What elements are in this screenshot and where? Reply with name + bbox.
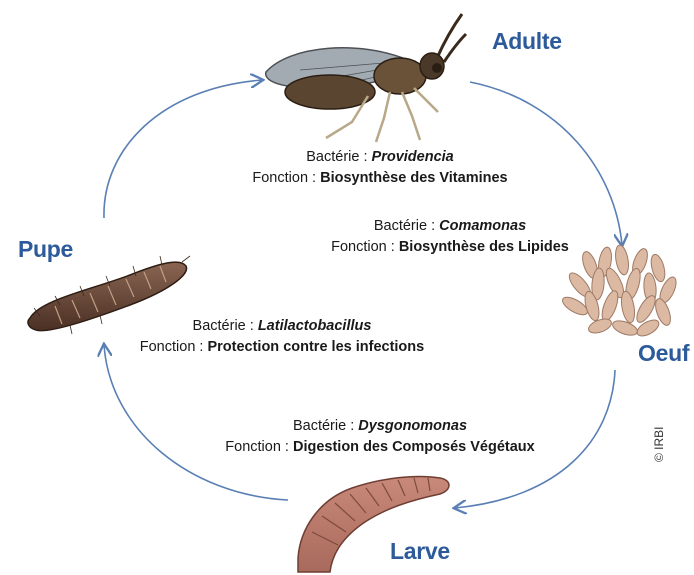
copyright-notice: © IRBI [652,426,666,462]
stage-label-adulte: Adulte [492,28,562,55]
stage-label-oeuf: Oeuf [638,340,689,367]
stage-label-pupe: Pupe [18,236,73,263]
bacteria-name: Latilactobacillus [258,318,372,334]
association-providencia: Bactérie : Providencia Fonction : Biosyn… [200,147,560,189]
function-name: Protection contre les infections [207,339,424,355]
function-name: Biosynthèse des Lipides [399,239,569,255]
bacteria-name: Providencia [372,149,454,165]
association-dysgonomonas: Bactérie : Dysgonomonas Fonction : Diges… [190,416,570,458]
stage-label-larve: Larve [390,538,450,565]
association-comamonas: Bactérie : Comamonas Fonction : Biosynth… [270,216,630,258]
eggs-illustration [560,244,679,339]
function-name: Digestion des Composés Végétaux [293,439,535,455]
adult-fly-illustration [266,14,466,142]
association-latilactobacillus: Bactérie : Latilactobacillus Fonction : … [102,316,462,358]
bacteria-name: Dysgonomonas [358,418,467,434]
function-name: Biosynthèse des Vitamines [320,170,508,186]
bacteria-name: Comamonas [439,218,526,234]
